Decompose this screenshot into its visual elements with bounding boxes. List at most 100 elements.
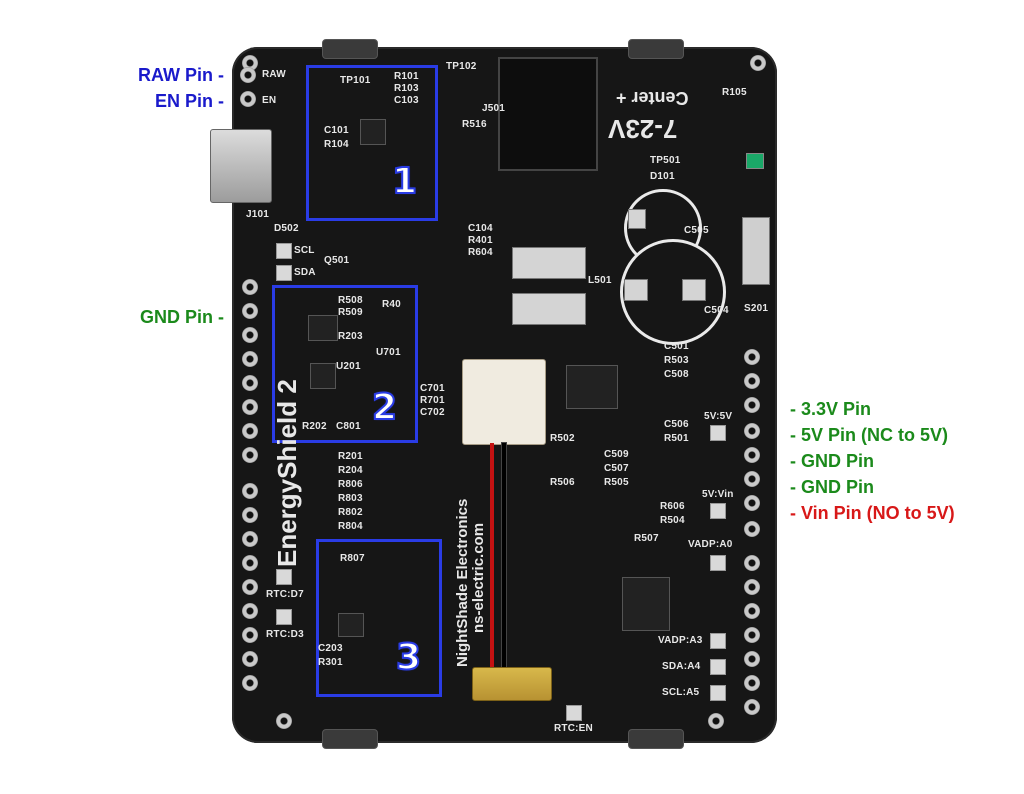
left-pin-16 [242,651,258,667]
pin-3v3-callout: - 3.3V Pin [790,399,872,419]
left-pin-12 [242,555,258,571]
pad-c505 [628,209,646,229]
pin-vin-callout: - Vin Pin (NO to 5V) [790,503,955,523]
c504-silk: C504 [704,305,729,316]
right-pin-1 [744,349,760,365]
refdes-c103: C103 [394,95,419,106]
refdes-tp102: TP102 [446,61,477,72]
top-right-clip [628,39,684,59]
5v-vin-silk: 5V:Vin [702,489,734,500]
refdes-c501: C501 [664,341,689,352]
left-pin-11 [242,531,258,547]
refdes-r509: R509 [338,307,363,318]
refdes-r802: R802 [338,507,363,518]
pad-c504b [682,279,706,301]
power-switch-s201 [742,217,770,285]
region-3-number: 3 [395,636,422,679]
right-pin-4 [744,423,760,439]
ic-u202 [338,613,364,637]
right-pin-8 [744,521,760,537]
right-pin-15 [744,699,760,715]
vadp-a3-silk: VADP:A3 [658,635,703,646]
dc-barrel-jack [498,57,598,171]
raw-pin [240,67,256,83]
refdes-r501: R501 [664,433,689,444]
right-pin-14 [744,675,760,691]
gnd-pin-callout: GND Pin - [140,307,224,327]
refdes-r804: R804 [338,521,363,532]
left-pin-10 [242,507,258,523]
en-pin [240,91,256,107]
refdes-r103: R103 [394,83,419,94]
refdes-r504: R606 [660,501,685,512]
vadp-a3-jumper [710,633,726,649]
led-d101 [746,153,764,169]
refdes-y801: R507 [634,533,659,544]
brand-silk: EnergyShield 2 [272,379,302,567]
en-pin-callout: EN Pin - [154,91,224,111]
battery-pack [472,667,552,701]
s201-silk: S201 [744,303,769,314]
refdes-r604: R604 [468,247,493,258]
refdes-c101: C101 [324,125,349,136]
refdes-r40: R40 [382,299,401,310]
vadp-a0-silk: VADP:A0 [688,539,733,550]
refdes-c801: C801 [336,421,361,432]
micro-usb-port [210,129,272,203]
refdes-u701: U701 [376,347,401,358]
refdes-r508: R508 [338,295,363,306]
sda-silk: SDA [294,267,316,278]
5v-5v-jumper [710,425,726,441]
left-pin-17 [242,675,258,691]
bottom-left-clip [322,729,378,749]
refdes-r301: R301 [318,657,343,668]
scl-a5-silk: SCL:A5 [662,687,700,698]
ic-u501 [566,365,618,409]
refdes-r516: R516 [462,119,487,130]
mount-hole-tr [750,55,766,71]
right-pin-12 [744,627,760,643]
refdes-r601: TP501 [650,155,681,166]
refdes-r201: R201 [338,451,363,462]
right-pin-11 [744,603,760,619]
ic-l201 [308,315,338,341]
input-voltage-silk: 7-23V [608,114,678,144]
refdes-r502: R502 [550,433,575,444]
rtc-d7-jumper [276,569,292,585]
right-pin-3 [744,397,760,413]
refdes-r803: R803 [338,493,363,504]
top-left-clip [322,39,378,59]
pad-c504a [624,279,648,301]
region-3-box [316,539,442,697]
left-pin-1 [242,279,258,295]
refdes-r101: R101 [394,71,419,82]
refdes-c506: C506 [664,419,689,430]
refdes-q501: Q501 [324,255,350,266]
region-2-number: 2 [371,386,398,429]
scl-jumper [276,243,292,259]
inductor-l501-a [512,247,586,279]
refdes-d502: D502 [274,223,299,234]
refdes-r105: D101 [650,171,675,182]
left-pin-9 [242,483,258,499]
right-pin-5 [744,447,760,463]
rtc-d7-silk: RTC:D7 [266,589,304,600]
refdes-r204: R204 [338,465,363,476]
refdes-tp101: TP101 [340,75,371,86]
d601-silk: R105 [722,87,747,98]
battery-wire-red [490,443,494,691]
refdes-r104: R104 [324,139,349,150]
refdes-r503: R503 [664,355,689,366]
left-pin-6 [242,399,258,415]
battery-wire-black [502,443,506,691]
vadp-a0-jumper [710,555,726,571]
l501-silk: L501 [588,275,612,286]
rtc-d3-silk: RTC:D3 [266,629,304,640]
ic-u101 [360,119,386,145]
5v-vin-jumper [710,503,726,519]
sda-a4-jumper [710,659,726,675]
rtc-en-jumper [566,705,582,721]
j101-silk: J101 [246,209,270,220]
raw-pin-callout: RAW Pin - [138,65,224,85]
refdes-r507: R504 [660,515,685,526]
